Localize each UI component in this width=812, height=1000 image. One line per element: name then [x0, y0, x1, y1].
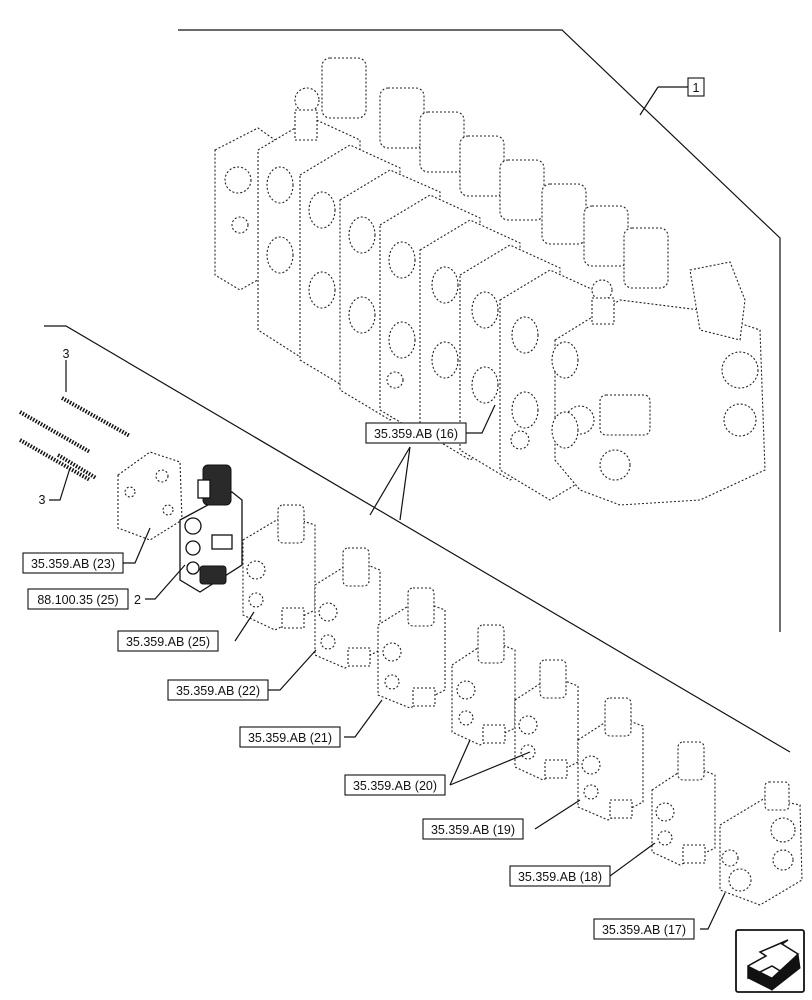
inlet-section-17: [719, 781, 803, 906]
ref-label-22[interactable]: 35.359.AB (22): [167, 679, 269, 701]
main-valve-assembly: [214, 57, 766, 506]
working-section-22: [314, 547, 381, 669]
svg-text:35.359.AB (18): 35.359.AB (18): [518, 870, 602, 884]
ref-label-21[interactable]: 35.359.AB (21): [239, 726, 341, 748]
assembly-frame-line: [178, 29, 781, 632]
ref-label-16[interactable]: 35.359.AB (16): [365, 422, 467, 444]
working-section-21: [377, 587, 446, 709]
callout-3b-text: 3: [39, 493, 46, 507]
ref-label-20[interactable]: 35.359.AB (20): [344, 774, 446, 796]
svg-text:88.100.35 (25): 88.100.35 (25): [37, 593, 118, 607]
svg-text:35.359.AB (16): 35.359.AB (16): [374, 427, 458, 441]
working-section-20b: [514, 659, 579, 781]
exploded-frame-line: [44, 325, 791, 753]
svg-text:35.359.AB (22): 35.359.AB (22): [176, 684, 260, 698]
end-plate-part: [117, 451, 183, 541]
working-section-25: [242, 504, 316, 631]
working-section-20a: [451, 624, 516, 746]
ref-label-17[interactable]: 35.359.AB (17): [593, 918, 695, 940]
svg-text:35.359.AB (17): 35.359.AB (17): [602, 923, 686, 937]
callout-1: 1: [687, 77, 705, 97]
leader-lines: [49, 86, 726, 930]
ref-label-25[interactable]: 35.359.AB (25): [117, 630, 219, 652]
callout-3a-text: 3: [63, 347, 70, 361]
ref-label-23[interactable]: 35.359.AB (23): [22, 552, 124, 574]
ref-label-88-100-35[interactable]: 88.100.35 (25): [27, 588, 129, 610]
svg-text:35.359.AB (21): 35.359.AB (21): [248, 731, 332, 745]
ref-label-18[interactable]: 35.359.AB (18): [509, 865, 611, 887]
svg-text:35.359.AB (20): 35.359.AB (20): [353, 779, 437, 793]
working-section-19: [577, 697, 644, 821]
svg-text:35.359.AB (23): 35.359.AB (23): [31, 557, 115, 571]
tie-rod-bolts: [19, 396, 131, 482]
ref-label-19[interactable]: 35.359.AB (19): [422, 818, 524, 840]
callout-2-text: 2: [134, 593, 141, 607]
callout-1-text: 1: [693, 81, 700, 95]
svg-text:35.359.AB (25): 35.359.AB (25): [126, 635, 210, 649]
working-section-18: [651, 741, 716, 866]
highlighted-valve-section: [179, 464, 243, 593]
svg-text:35.359.AB (19): 35.359.AB (19): [431, 823, 515, 837]
next-page-arrow-icon[interactable]: [735, 929, 805, 993]
